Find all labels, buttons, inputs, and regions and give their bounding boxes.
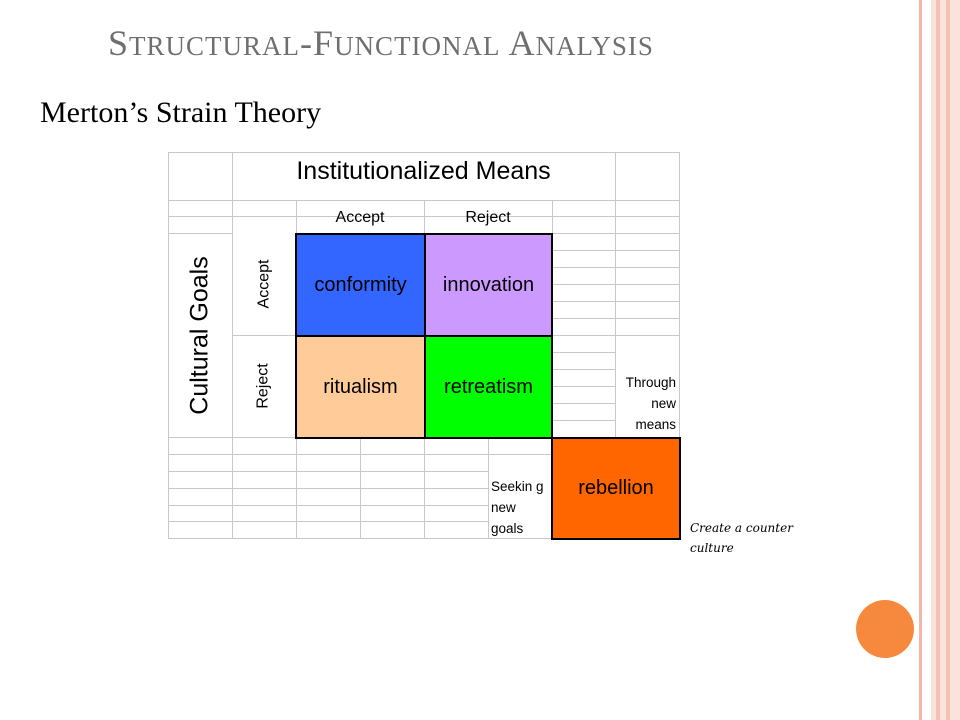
row-header-wrap: Cultural Goals — [168, 233, 232, 437]
row-label-accept: Accept — [254, 259, 272, 309]
cell-retreatism: retreatism — [424, 335, 553, 439]
note-seeking-new-goals: Seekin g new goals — [491, 479, 544, 536]
cell-innovation: innovation — [424, 233, 553, 337]
cell-label: innovation — [442, 273, 535, 296]
edge-band — [931, 0, 960, 720]
cell-rebellion: rebellion — [551, 437, 681, 540]
note-counter-culture: Create a counter culture — [690, 521, 793, 555]
edge-stripe — [919, 0, 922, 720]
cell-conformity: conformity — [295, 233, 426, 337]
row-header: Cultural Goals — [185, 255, 214, 415]
column-label-reject: Reject — [465, 209, 511, 226]
edge-stripe — [946, 0, 950, 720]
cell-label: ritualism — [323, 375, 398, 398]
accent-circle — [856, 600, 914, 658]
row-label-accept-wrap: Accept — [232, 233, 296, 335]
cell-label: retreatism — [444, 375, 533, 398]
edge-stripe — [936, 0, 940, 720]
slide-title: STRUCTURAL-FUNCTIONAL ANALYSIS — [108, 23, 654, 63]
cell-label: conformity — [314, 273, 407, 296]
row-label-reject: Reject — [254, 363, 272, 409]
cell-ritualism: ritualism — [295, 335, 426, 439]
column-header: Institutionalized Means — [296, 157, 551, 185]
cell-label: rebellion — [578, 477, 654, 499]
slide-subtitle: Merton’s Strain Theory — [40, 96, 322, 129]
column-label-accept: Accept — [335, 209, 385, 226]
row-label-reject-wrap: Reject — [232, 335, 296, 437]
note-through-new-means: Through new means — [625, 375, 676, 432]
